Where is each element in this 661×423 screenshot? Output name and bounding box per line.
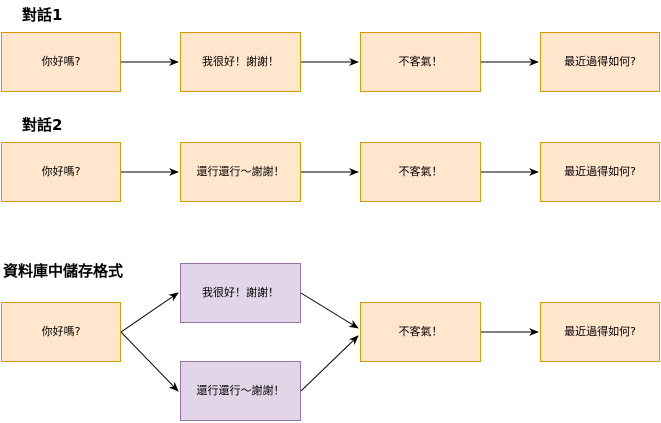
d2-node-followup: 最近過得如何? — [540, 142, 660, 202]
d1-node-followup: 最近過得如何? — [540, 32, 660, 92]
storage-title: 資料庫中儲存格式 — [3, 262, 124, 280]
d1-node-reply: 我很好！謝謝！ — [180, 32, 301, 92]
storage-node-branch-b: 還行還行～謝謝！ — [180, 361, 301, 421]
d2-node-welcome: 不客氣！ — [360, 142, 481, 202]
storage-edge-start-branch-b — [120, 331, 179, 392]
storage-node-branch-a: 我很好！謝謝！ — [180, 263, 301, 323]
dialogue1-title: 對話1 — [22, 6, 63, 24]
storage-edge-branch-a-merge — [300, 292, 359, 329]
storage-edge-start-branch-a — [120, 292, 179, 333]
storage-edge-branch-b-merge — [300, 335, 359, 392]
d1-node-greeting: 你好嗎? — [1, 32, 121, 92]
d2-node-greeting: 你好嗎? — [1, 142, 121, 202]
storage-node-merge: 不客氣！ — [360, 302, 481, 362]
storage-node-start: 你好嗎? — [1, 302, 121, 362]
storage-node-end: 最近過得如何? — [540, 302, 660, 362]
d1-node-welcome: 不客氣！ — [360, 32, 481, 92]
dialogue2-title: 對話2 — [22, 116, 63, 134]
d2-node-reply: 還行還行～謝謝！ — [180, 142, 301, 202]
